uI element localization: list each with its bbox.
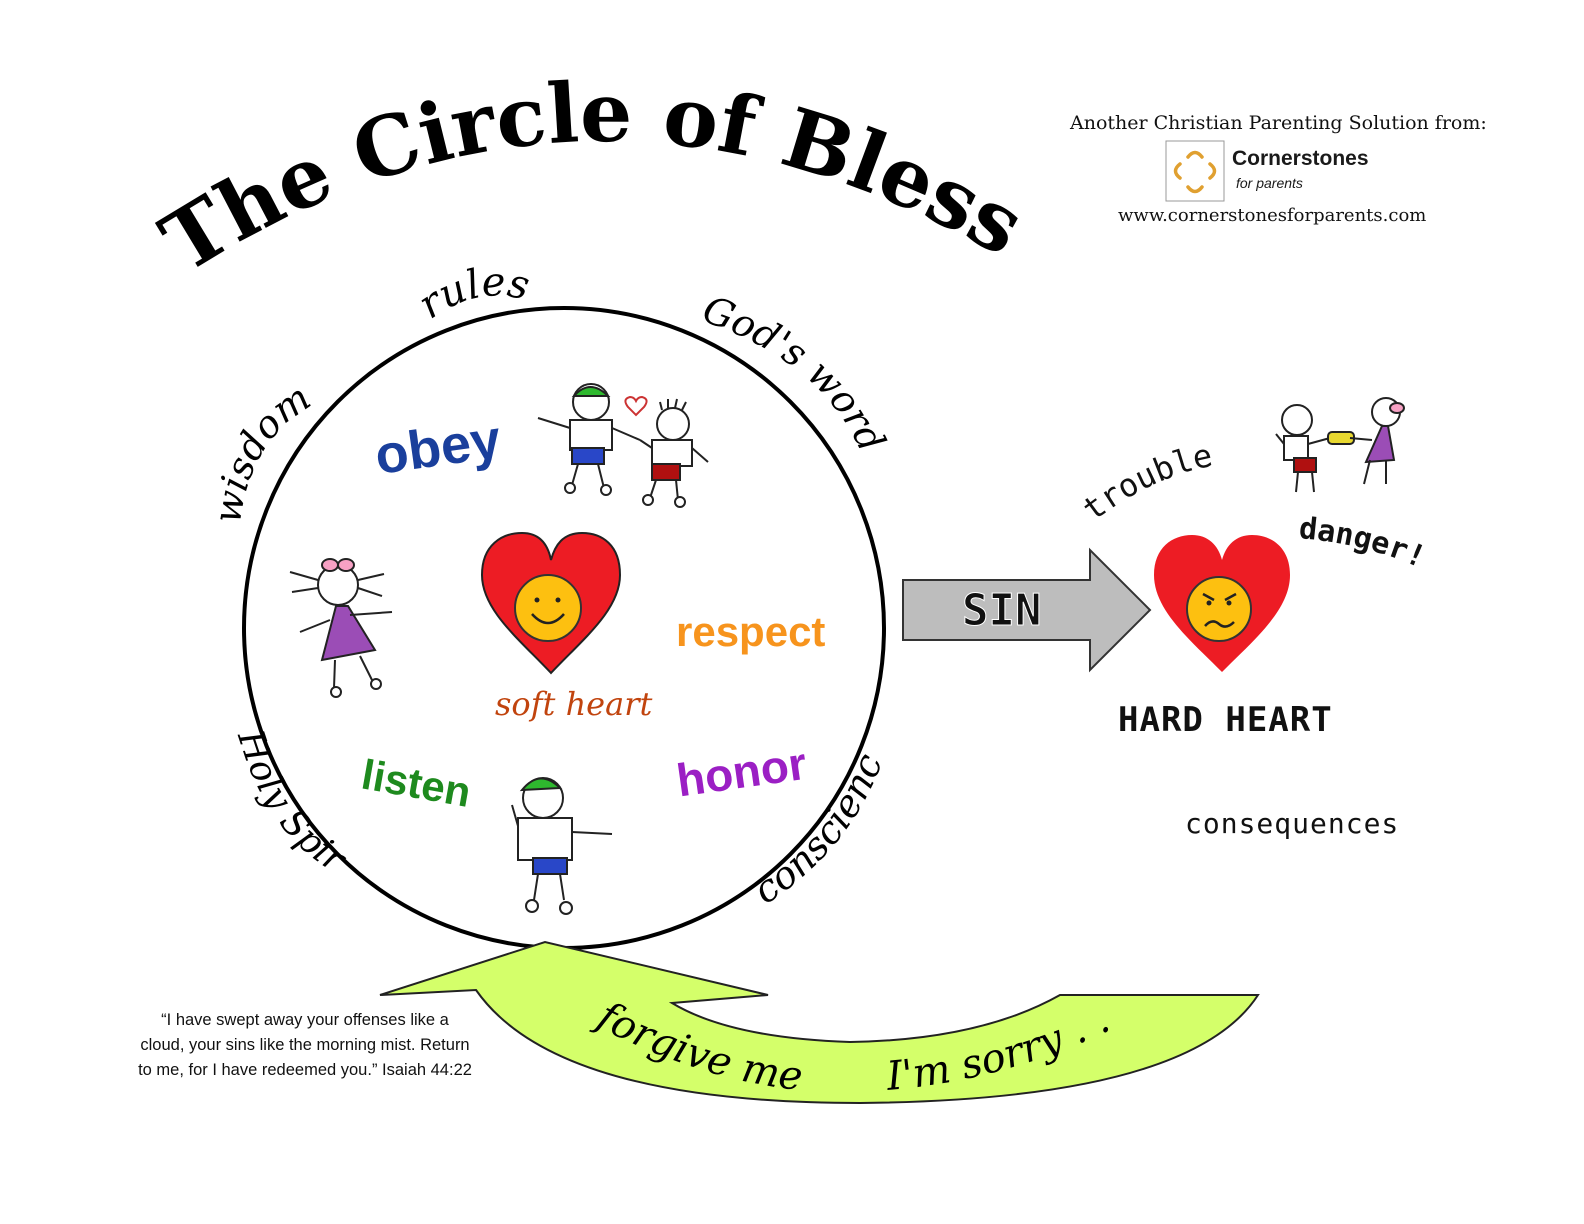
brand-url: www.cornerstonesforparents.com: [1118, 205, 1427, 226]
two-boys-figure-icon: [537, 383, 709, 508]
brand-subtitle: for parents: [1236, 175, 1303, 191]
boy-figure-icon: [511, 777, 613, 915]
brand-tagline: Another Christian Parenting Solution fro…: [1070, 112, 1487, 134]
label-trouble: trouble: [1075, 436, 1215, 528]
quote-line: “I have swept away your offenses like a: [161, 1011, 449, 1029]
girl-figure-icon: [289, 558, 393, 698]
soft-heart-icon: [480, 531, 622, 675]
quote-line: to me, for I have redeemed you.” Isaiah …: [138, 1061, 472, 1079]
cornerstones-logo: [1165, 140, 1225, 202]
scripture-quote: “I have swept away your offenses like a …: [110, 1008, 500, 1083]
page-title: The Circle of Blessing: [0, 0, 1040, 292]
quote-line: cloud, your sins like the morning mist. …: [140, 1036, 470, 1054]
sin-arrow: SIN: [902, 547, 1152, 673]
sin-label: SIN: [962, 585, 1041, 636]
word-respect: respect: [676, 608, 825, 655]
word-soft-heart: soft heart: [495, 685, 652, 723]
hard-heart-icon: [1154, 535, 1290, 672]
brand-name: Cornerstones: [1232, 147, 1369, 170]
label-hard-heart: HARD HEART: [1118, 700, 1333, 740]
label-danger: danger!: [1297, 511, 1430, 575]
label-consequences: consequences: [1185, 807, 1399, 840]
cross-logo-icon: [1173, 150, 1217, 194]
fighting-kids-figure-icon: [1275, 397, 1405, 493]
